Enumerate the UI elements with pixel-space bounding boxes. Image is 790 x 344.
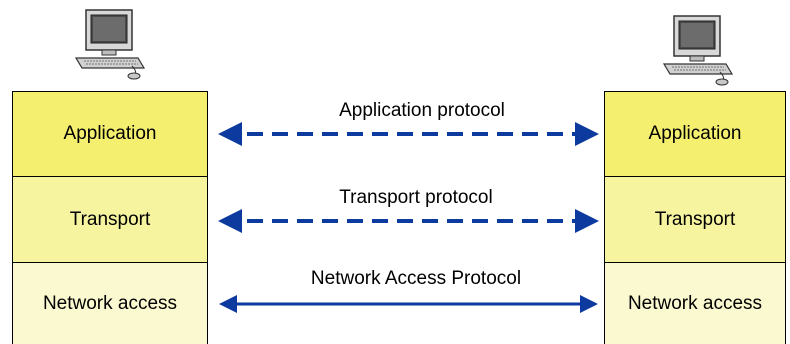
right-application-layer: Application — [604, 91, 786, 177]
left-network-access-label: Network access — [42, 293, 178, 314]
left-application-layer: Application — [12, 91, 208, 177]
transport-protocol-label: Transport protocol — [339, 187, 493, 208]
desktop-computer-icon — [74, 9, 146, 80]
right-transport-label: Transport — [654, 208, 736, 230]
right-network-access-layer: Network access — [604, 263, 786, 344]
right-application-label: Application — [648, 123, 742, 144]
left-transport-label: Transport — [69, 208, 151, 230]
application-protocol-label: Application protocol — [339, 100, 505, 121]
right-network-access-label: Network access — [627, 293, 763, 314]
left-application-label: Application — [63, 123, 157, 144]
left-network-access-layer: Network access — [12, 263, 208, 344]
desktop-computer-icon — [662, 15, 734, 86]
right-protocol-stack: Application Transport Network access — [604, 91, 786, 344]
network-access-protocol-label: Network Access Protocol — [310, 268, 522, 289]
left-transport-layer: Transport — [12, 177, 208, 263]
right-transport-layer: Transport — [604, 177, 786, 263]
left-protocol-stack: Application Transport Network access — [12, 91, 208, 344]
